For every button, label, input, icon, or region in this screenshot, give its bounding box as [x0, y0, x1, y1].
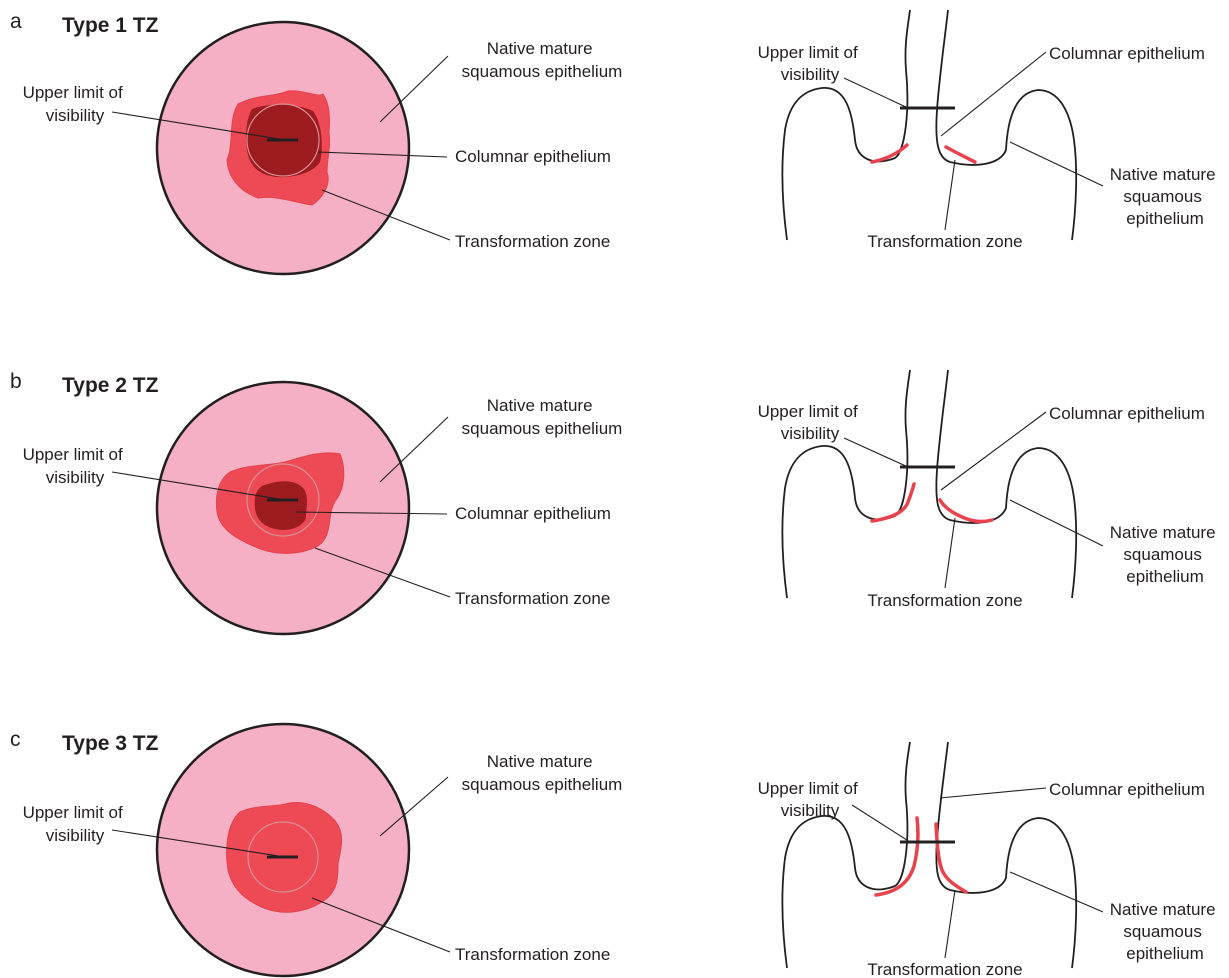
panel-a: a Type 1 TZ Native mature squamous epith… — [10, 10, 1220, 274]
leader-line — [844, 438, 908, 467]
native-epithelium-label: Native mature squamous epithelium — [1110, 900, 1221, 963]
columnar-epithelium-label: Columnar epithelium — [1049, 44, 1205, 63]
cervix-section-view: Upper limit of visibility Columnar epith… — [758, 742, 1221, 978]
cervix-face-view: Native mature squamous epithelium Upper … — [23, 22, 623, 274]
leader-line — [844, 78, 908, 108]
leader-line — [941, 412, 1046, 490]
native-epithelium-label: Native mature squamous epithelium — [1110, 523, 1221, 586]
panel-title: Type 3 TZ — [62, 732, 159, 755]
native-epithelium-label: Native mature squamous epithelium — [462, 396, 623, 438]
leader-line — [940, 788, 1046, 798]
native-epithelium-label: Native mature squamous epithelium — [1110, 165, 1221, 228]
right-section-outline — [936, 742, 1076, 968]
leader-line — [941, 52, 1046, 136]
upper-limit-label: Upper limit of visibility — [758, 402, 863, 443]
transformation-zone-segment — [872, 484, 914, 521]
left-section-outline — [782, 742, 910, 968]
columnar-epithelium-label: Columnar epithelium — [1049, 404, 1205, 423]
native-epithelium-label: Native mature squamous epithelium — [462, 39, 623, 81]
panel-c: c Type 3 TZ Native mature squamous epith… — [10, 724, 1220, 978]
transformation-zone-segment — [946, 147, 975, 162]
panel-letter: c — [10, 728, 21, 751]
transformation-zone-label: Transformation zone — [867, 960, 1022, 978]
columnar-epithelium-label: Columnar epithelium — [455, 147, 611, 166]
leader-line — [945, 890, 955, 958]
leader-line — [945, 160, 955, 230]
native-epithelium-label: Native mature squamous epithelium — [462, 752, 623, 794]
cervix-face-view: Native mature squamous epithelium Upper … — [23, 724, 623, 976]
transformation-zone-label: Transformation zone — [455, 945, 610, 964]
transformation-zone-label: Transformation zone — [455, 589, 610, 608]
transformation-zone-label: Transformation zone — [867, 591, 1022, 610]
panel-letter: b — [10, 370, 22, 393]
leader-line — [1010, 142, 1103, 186]
cervix-section-view: Upper limit of visibility Columnar epith… — [758, 10, 1221, 251]
columnar-epithelium-label: Columnar epithelium — [455, 504, 611, 523]
upper-limit-label: Upper limit of visibility — [758, 43, 863, 84]
leader-line — [1010, 872, 1103, 912]
columnar-epithelium-label: Columnar epithelium — [1049, 780, 1205, 799]
transformation-zone-label: Transformation zone — [455, 232, 610, 251]
leader-line — [1010, 500, 1103, 546]
columnar-epithelium-region — [255, 481, 307, 530]
transformation-zone-label: Transformation zone — [867, 232, 1022, 251]
upper-limit-label: Upper limit of visibility — [758, 779, 863, 820]
leader-line — [852, 805, 910, 842]
upper-limit-label: Upper limit of visibility — [23, 803, 128, 845]
leader-line — [945, 518, 955, 588]
panel-title: Type 2 TZ — [62, 374, 159, 397]
panel-b: b Type 2 TZ Native mature squamous epith… — [10, 370, 1220, 634]
panel-title: Type 1 TZ — [62, 14, 159, 37]
upper-limit-label: Upper limit of visibility — [23, 83, 128, 125]
cervix-face-view: Native mature squamous epithelium Upper … — [23, 382, 623, 634]
upper-limit-label: Upper limit of visibility — [23, 445, 128, 487]
cervix-section-view: Upper limit of visibility Columnar epith… — [758, 370, 1221, 610]
panel-letter: a — [10, 10, 22, 33]
